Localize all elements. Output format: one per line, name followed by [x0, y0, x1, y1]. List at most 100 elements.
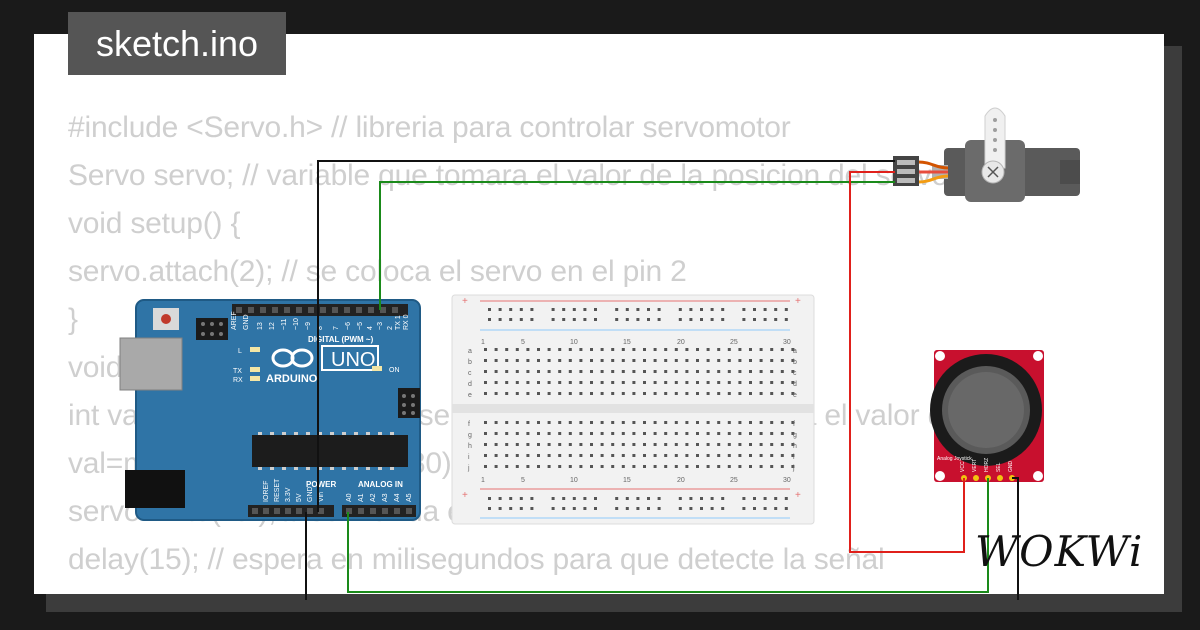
breadboard-hole[interactable]	[590, 443, 593, 446]
breadboard-hole[interactable]	[763, 497, 767, 500]
breadboard-hole[interactable]	[484, 381, 487, 384]
file-tab[interactable]: sketch.ino	[68, 12, 286, 75]
breadboard-hole[interactable]	[583, 507, 587, 510]
breadboard-hole[interactable]	[632, 370, 636, 373]
breadboard-hole[interactable]	[632, 392, 636, 395]
breadboard-hole[interactable]	[611, 465, 615, 468]
breadboard-hole[interactable]	[706, 432, 710, 435]
breadboard-hole[interactable]	[770, 370, 774, 373]
breadboard-hole[interactable]	[590, 454, 593, 457]
breadboard-hole[interactable]	[647, 308, 650, 311]
breadboard-hole[interactable]	[526, 421, 530, 424]
breadboard-hole[interactable]	[685, 432, 689, 435]
breadboard-hole[interactable]	[674, 359, 678, 362]
breadboard-hole[interactable]	[515, 359, 519, 362]
breadboard-hole[interactable]	[600, 381, 604, 384]
breadboard-hole[interactable]	[647, 507, 650, 510]
breadboard-hole[interactable]	[590, 381, 593, 384]
breadboard-hole[interactable]	[600, 359, 604, 362]
breadboard-hole[interactable]	[706, 443, 710, 446]
breadboard-hole[interactable]	[625, 507, 629, 510]
breadboard-hole[interactable]	[526, 370, 530, 373]
breadboard-hole[interactable]	[759, 421, 763, 424]
breadboard-hole[interactable]	[674, 432, 678, 435]
breadboard-hole[interactable]	[749, 348, 752, 351]
breadboard-hole[interactable]	[568, 359, 572, 362]
breadboard-hole[interactable]	[710, 497, 714, 500]
breadboard-hole[interactable]	[526, 348, 530, 351]
breadboard-hole[interactable]	[780, 454, 784, 457]
breadboard-hole[interactable]	[611, 381, 615, 384]
servo-motor[interactable]	[893, 107, 1080, 202]
breadboard-hole[interactable]	[621, 381, 625, 384]
breadboard-hole[interactable]	[526, 392, 530, 395]
breadboard-hole[interactable]	[647, 318, 650, 321]
breadboard-hole[interactable]	[515, 454, 519, 457]
breadboard-hole[interactable]	[526, 359, 530, 362]
breadboard-hole[interactable]	[526, 432, 530, 435]
breadboard-hole[interactable]	[568, 443, 572, 446]
breadboard-hole[interactable]	[780, 392, 784, 395]
breadboard-hole[interactable]	[696, 381, 699, 384]
breadboard-hole[interactable]	[706, 348, 710, 351]
breadboard-hole[interactable]	[537, 348, 540, 351]
breadboard-hole[interactable]	[526, 443, 530, 446]
breadboard-hole[interactable]	[738, 392, 742, 395]
breadboard-hole[interactable]	[579, 370, 583, 373]
breadboard-hole[interactable]	[653, 381, 657, 384]
breadboard-hole[interactable]	[717, 381, 721, 384]
breadboard-hole[interactable]	[498, 318, 502, 321]
breadboard-hole[interactable]	[717, 370, 721, 373]
breadboard-hole[interactable]	[600, 432, 604, 435]
breadboard-hole[interactable]	[562, 497, 566, 500]
breadboard-hole[interactable]	[600, 465, 604, 468]
breadboard-hole[interactable]	[505, 432, 509, 435]
breadboard-hole[interactable]	[774, 318, 778, 321]
breadboard-hole[interactable]	[484, 359, 487, 362]
breadboard-hole[interactable]	[572, 308, 576, 311]
breadboard-hole[interactable]	[632, 381, 636, 384]
breadboard-hole[interactable]	[774, 507, 778, 510]
breadboard-hole[interactable]	[791, 454, 795, 457]
breadboard-hole[interactable]	[685, 381, 689, 384]
breadboard-hole[interactable]	[763, 308, 767, 311]
breadboard-hole[interactable]	[653, 454, 657, 457]
breadboard-hole[interactable]	[488, 507, 491, 510]
breadboard-hole[interactable]	[558, 348, 562, 351]
breadboard-hole[interactable]	[706, 359, 710, 362]
breadboard-hole[interactable]	[494, 454, 498, 457]
breadboard-hole[interactable]	[749, 432, 752, 435]
breadboard-hole[interactable]	[727, 421, 731, 424]
breadboard-hole[interactable]	[770, 432, 774, 435]
breadboard-hole[interactable]	[696, 465, 699, 468]
breadboard-hole[interactable]	[547, 432, 551, 435]
breadboard-hole[interactable]	[515, 432, 519, 435]
breadboard-hole[interactable]	[689, 497, 693, 500]
breadboard-hole[interactable]	[505, 392, 509, 395]
breadboard-hole[interactable]	[558, 454, 562, 457]
breadboard-hole[interactable]	[568, 381, 572, 384]
breadboard-hole[interactable]	[791, 359, 795, 362]
breadboard-hole[interactable]	[515, 381, 519, 384]
breadboard-hole[interactable]	[488, 497, 491, 500]
analog-header[interactable]	[342, 505, 416, 517]
breadboard-hole[interactable]	[632, 465, 636, 468]
breadboard-hole[interactable]	[484, 443, 487, 446]
breadboard-hole[interactable]	[727, 432, 731, 435]
breadboard-hole[interactable]	[505, 454, 509, 457]
breadboard-hole[interactable]	[579, 443, 583, 446]
breadboard-hole[interactable]	[611, 370, 615, 373]
breadboard-hole[interactable]	[583, 497, 587, 500]
breadboard-hole[interactable]	[717, 465, 721, 468]
breadboard-hole[interactable]	[759, 454, 763, 457]
breadboard-hole[interactable]	[558, 359, 562, 362]
breadboard-hole[interactable]	[558, 443, 562, 446]
breadboard-hole[interactable]	[621, 454, 625, 457]
breadboard-hole[interactable]	[780, 348, 784, 351]
breadboard-hole[interactable]	[674, 392, 678, 395]
breadboard-hole[interactable]	[590, 348, 593, 351]
breadboard-hole[interactable]	[568, 454, 572, 457]
breadboard-hole[interactable]	[530, 308, 534, 311]
breadboard-hole[interactable]	[727, 392, 731, 395]
breadboard-hole[interactable]	[647, 497, 650, 500]
